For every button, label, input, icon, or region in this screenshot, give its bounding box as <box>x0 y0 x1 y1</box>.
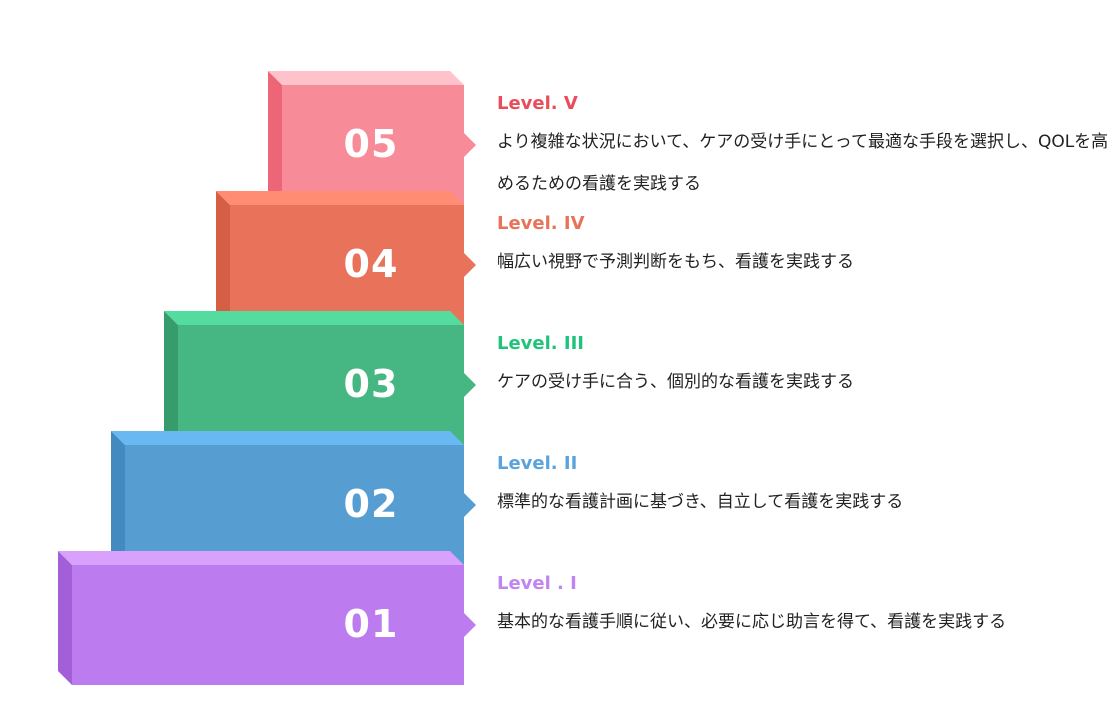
step-04-block <box>216 191 476 325</box>
step-number: 03 <box>343 362 399 406</box>
step-front-face <box>72 565 476 685</box>
level-label: Level. III <box>497 333 584 354</box>
level-text: ケアの受け手に合う、個別的な看護を実践する <box>497 372 854 392</box>
step-front-face <box>282 85 476 205</box>
step-number: 02 <box>343 482 399 526</box>
step-number: 04 <box>343 242 399 286</box>
level-description-02: Level. II 標準的な看護計画に基づき、自立して看護を実践する <box>497 453 1109 523</box>
level-label: Level. IV <box>497 213 585 234</box>
step-number: 05 <box>343 122 399 166</box>
level-label: Level. II <box>497 453 578 474</box>
step-side-face <box>216 191 230 325</box>
step-02: 02 <box>111 431 476 565</box>
step-side-face <box>58 551 72 685</box>
level-description-01: Level . I 基本的な看護手順に従い、必要に応じ助言を得て、看護を実践する <box>497 573 1109 643</box>
step-side-face <box>268 71 282 205</box>
level-description-05: Level. V より複雑な状況において、ケアの受け手にとって最適な手段を選択し… <box>497 93 1109 205</box>
step-top-face <box>111 431 464 445</box>
step-front-face <box>125 445 476 565</box>
step-number: 01 <box>343 602 399 646</box>
step-top-face <box>58 551 464 565</box>
step-side-face <box>164 311 178 445</box>
step-front-face <box>178 325 476 445</box>
level-text: 標準的な看護計画に基づき、自立して看護を実践する <box>497 492 904 512</box>
step-04: 04 <box>216 191 476 325</box>
step-top-face <box>164 311 464 325</box>
level-label: Level . I <box>497 573 577 594</box>
step-05: 05 <box>268 71 476 205</box>
level-text: より複雑な状況において、ケアの受け手にとって最適な手段を選択し、QOLを高めるた… <box>497 132 1109 194</box>
level-text: 基本的な看護手順に従い、必要に応じ助言を得て、看護を実践する <box>497 612 1007 632</box>
step-side-face <box>111 431 125 565</box>
level-text: 幅広い視野で予測判断をもち、看護を実践する <box>497 252 854 272</box>
step-front-face <box>230 205 476 325</box>
level-label: Level. V <box>497 93 578 114</box>
level-description-04: Level. IV 幅広い視野で予測判断をもち、看護を実践する <box>497 213 1109 283</box>
step-05-block <box>268 71 476 205</box>
level-description-03: Level. III ケアの受け手に合う、個別的な看護を実践する <box>497 333 1109 403</box>
step-01: 01 <box>58 551 476 685</box>
step-02-block <box>111 431 476 565</box>
step-top-face <box>268 71 464 85</box>
step-top-face <box>216 191 464 205</box>
step-01-block <box>58 551 476 685</box>
step-03: 03 <box>164 311 476 445</box>
step-03-block <box>164 311 476 445</box>
